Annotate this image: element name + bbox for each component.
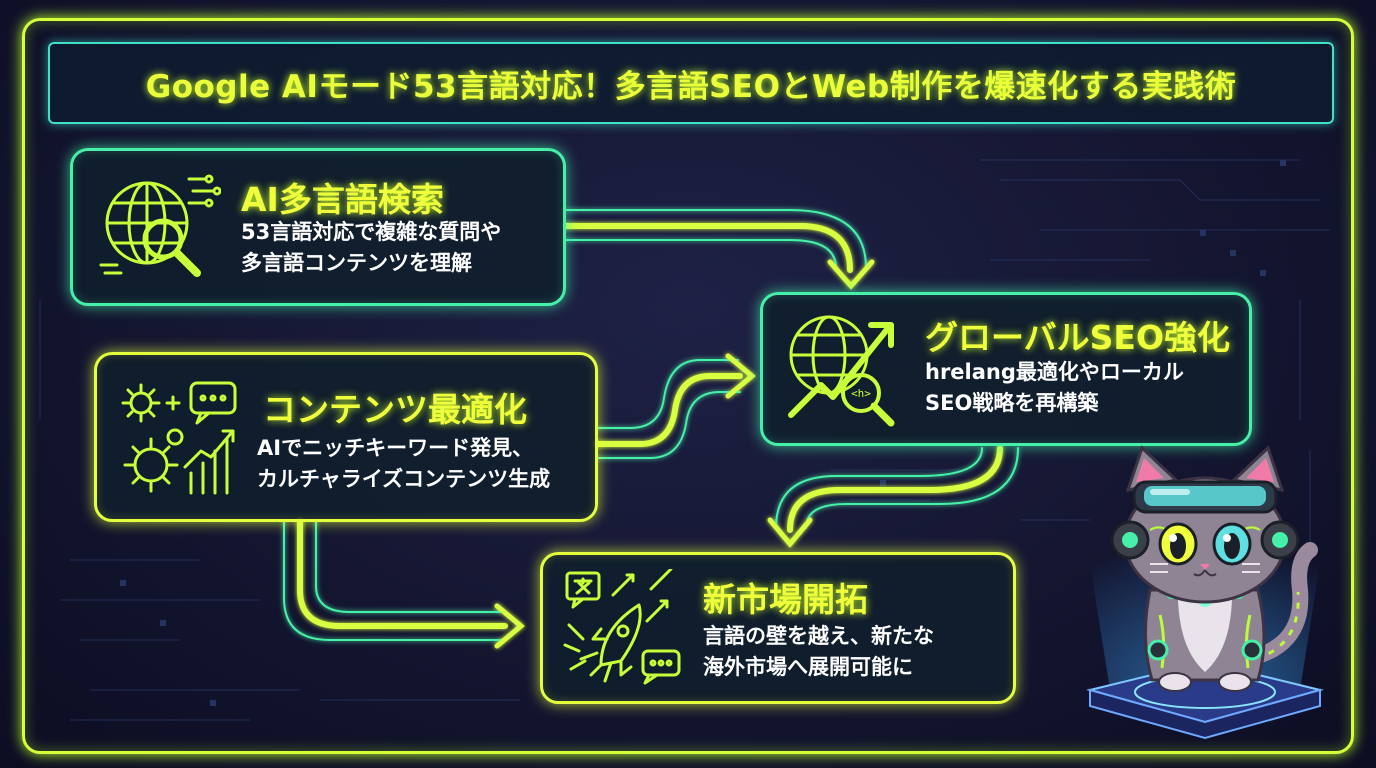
gears-chart-icon xyxy=(121,381,237,495)
description-line: 海外市場へ展開可能に xyxy=(703,655,913,679)
card-title: AI多言語検索 xyxy=(241,180,444,219)
description-line: AIでニッチキーワード発見、 xyxy=(257,436,534,460)
card-new-markets: 新市場開拓 言語の壁を越え、新たな 海外市場へ展開可能に xyxy=(540,552,1016,704)
rocket-translate-icon xyxy=(563,569,681,685)
card-description: AIでニッチキーワード発見、 カルチャライズコンテンツ生成 xyxy=(257,433,550,495)
card-content-optimization: コンテンツ最適化 AIでニッチキーワード発見、 カルチャライズコンテンツ生成 xyxy=(94,352,598,522)
card-title: 新市場開拓 xyxy=(703,580,868,619)
card-description: 53言語対応で複雑な質問や 多言語コンテンツを理解 xyxy=(241,217,501,279)
description-line: 言語の壁を越え、新たな xyxy=(703,624,934,648)
card-ai-multilingual-search: AI多言語検索 53言語対応で複雑な質問や 多言語コンテンツを理解 xyxy=(70,148,566,306)
description-line: 53言語対応で複雑な質問や xyxy=(241,220,502,244)
card-description: hrelang最適化やローカル SEO戦略を再構築 xyxy=(925,357,1184,419)
description-line: カルチャライズコンテンツ生成 xyxy=(257,467,551,491)
code-tag-text: <h> xyxy=(851,387,871,400)
title-banner: Google AIモード53言語対応！多言語SEOとWeb制作を爆速化する実践術 xyxy=(48,42,1334,124)
page-title: Google AIモード53言語対応！多言語SEOとWeb制作を爆速化する実践術 xyxy=(145,68,1237,105)
vr-goggles xyxy=(1132,480,1278,514)
globe-search-icon xyxy=(99,174,221,277)
card-title: グローバルSEO強化 xyxy=(925,318,1231,357)
description-line: SEO戦略を再構築 xyxy=(925,391,1099,415)
card-title: コンテンツ最適化 xyxy=(263,390,527,429)
globe-growth-icon: <h> xyxy=(788,315,895,427)
cyber-cat-mascot xyxy=(1080,445,1330,740)
outer-neon-frame xyxy=(22,18,1354,754)
card-global-seo: <h> グローバルSEO強化 hrelang最適化やローカル SEO戦略を再構築 xyxy=(760,292,1252,446)
description-line: hrelang最適化やローカル xyxy=(925,360,1184,384)
card-description: 言語の壁を越え、新たな 海外市場へ展開可能に xyxy=(703,621,934,683)
description-line: 多言語コンテンツを理解 xyxy=(241,251,472,275)
